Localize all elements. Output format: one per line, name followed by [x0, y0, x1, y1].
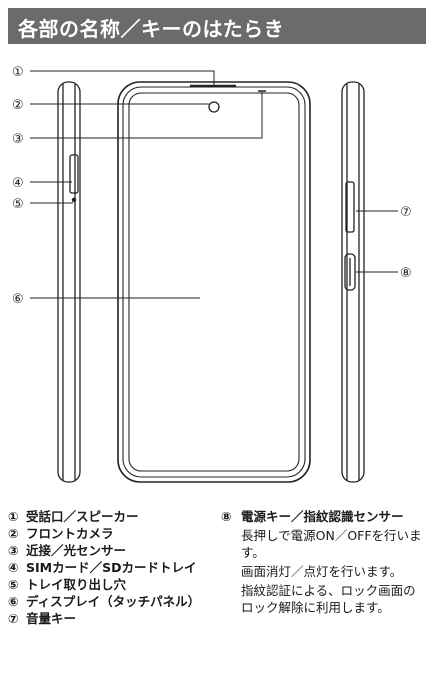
callout-7: ⑦ [400, 205, 412, 220]
page-title: 各部の名称／キーのはたらき [18, 17, 285, 41]
phone-left-side-view [57, 81, 81, 483]
power-key-descriptions: 長押しで電源ON／OFFを行います。 画面消灯／点灯を行います。 指紋認証による… [221, 527, 426, 616]
callout-5: ⑤ [12, 197, 24, 212]
leader-lines [30, 70, 398, 299]
callout-1: ① [12, 65, 24, 80]
phone-right-side-view [341, 81, 365, 483]
description-text: 指紋認証による、ロック画面のロック解除に利用します。 [241, 583, 416, 615]
section-header: 各部の名称／キーのはたらき [8, 8, 426, 44]
description-text: 画面消灯／点灯を行います。 [241, 564, 403, 579]
callout-6: ⑥ [12, 292, 24, 307]
phone-diagram: ① ② ③ ④ ⑤ ⑥ ⑦ ⑧ [12, 65, 412, 483]
description-text: 長押しで電源ON／OFFを行います。 [241, 528, 422, 560]
callout-4: ④ [12, 176, 24, 191]
callout-8: ⑧ [400, 266, 412, 281]
callout-3: ③ [12, 132, 24, 147]
phone-front-view [117, 81, 311, 483]
callout-2: ② [12, 98, 24, 113]
